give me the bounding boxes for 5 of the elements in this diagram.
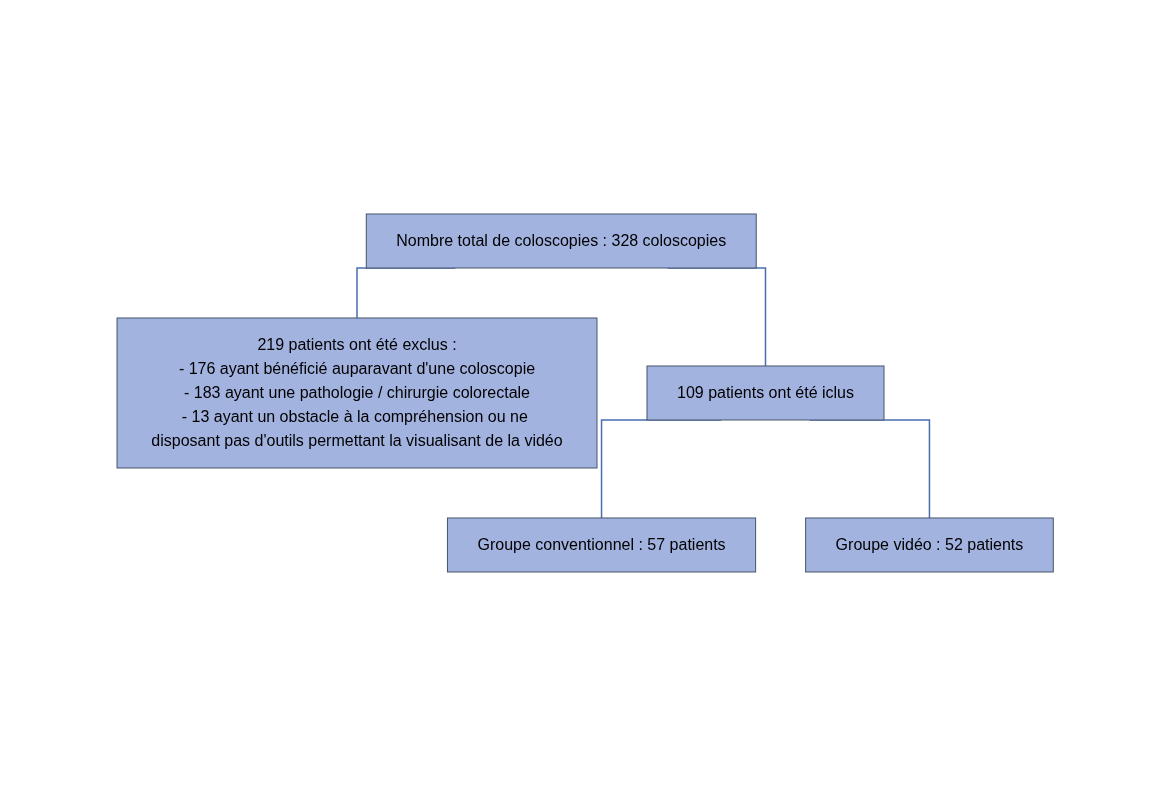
node-box: 219 patients ont été exclus : - 176 ayant bénéficié auparavant d'une coloscopie - 183 ayant une pathologie / chirurgie colorectale - 13 ayant un obstacle à la compréhension ou ne disposant pas d'outils permettant la visualisant de la vidéo (116, 317, 598, 468)
node-box: 109 patients ont été iclus (646, 365, 885, 420)
node-box: Groupe conventionnel : 57 patients (447, 517, 757, 572)
node-box: Nombre total de coloscopies : 328 coloscopies (366, 213, 758, 268)
node-box: Groupe vidéo : 52 patients (805, 517, 1055, 572)
